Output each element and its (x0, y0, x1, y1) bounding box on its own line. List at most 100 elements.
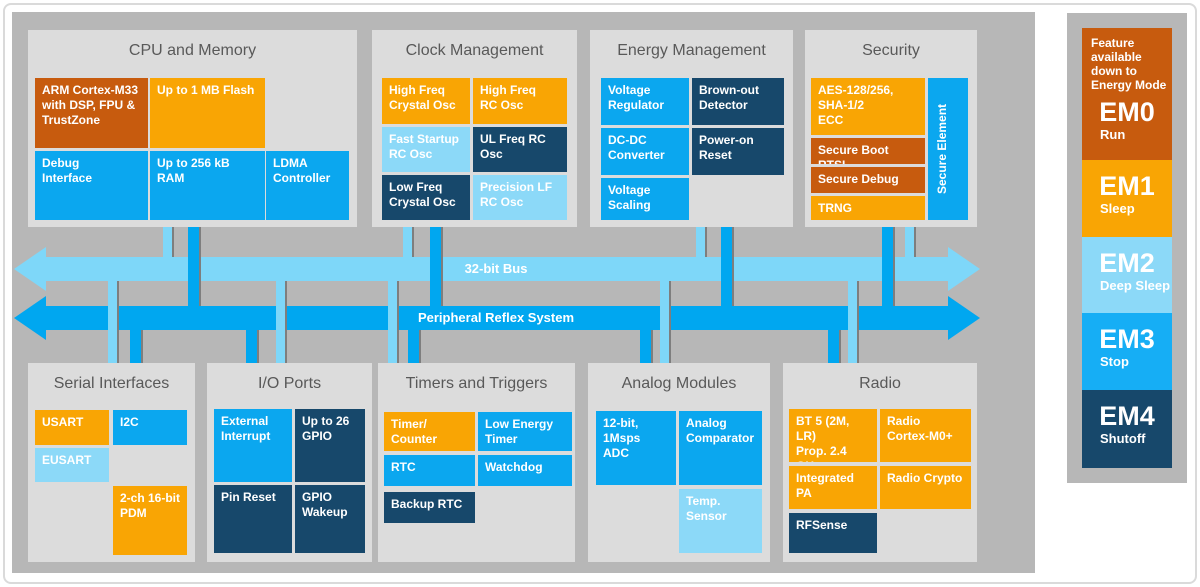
chip-adc: 12-bit, 1Msps ADC (596, 411, 676, 485)
chip-voltage-regulator: Voltage Regulator (601, 78, 689, 125)
legend-em4: EM4 Shutoff (1082, 390, 1172, 468)
chip-external-interrupt: External Interrupt (214, 409, 292, 482)
legend-em3: EM3 Stop (1082, 313, 1172, 390)
chip-radio-crypto: Radio Crypto (880, 466, 971, 509)
chip-power-on-reset: Power-on Reset (692, 128, 784, 175)
section-io-ports: I/O Ports External Interrupt Up to 26 GP… (207, 363, 372, 562)
legend-header: Feature available down to Energy Mode (1091, 36, 1167, 93)
em-label: Sleep (1100, 201, 1135, 217)
chip-secure-element: Secure Element (928, 78, 968, 220)
bus-connector (408, 330, 421, 363)
arrow-right-icon (948, 247, 980, 291)
bus-connector (696, 227, 707, 257)
diagram-frame (3, 3, 1197, 584)
chip-fast-startup-rc-osc: Fast Startup RC Osc (382, 127, 470, 172)
chip-watchdog: Watchdog (478, 455, 572, 486)
chip-hf-crystal-osc: High Freq Crystal Osc (382, 78, 470, 124)
bus-connector (388, 281, 399, 363)
section-title: Clock Management (405, 42, 544, 59)
section-title: Serial Interfaces (53, 375, 170, 392)
em-code: EM4 (1099, 401, 1155, 431)
em-code: EM2 (1099, 248, 1155, 278)
chip-arm-cortex-m33: ARM Cortex-M33 with DSP, FPU & TrustZone (35, 78, 148, 148)
chip-secure-debug: Secure Debug (811, 167, 925, 193)
energy-mode-legend: Feature available down to Energy Mode EM… (1067, 13, 1187, 483)
bus-connector (108, 281, 119, 363)
section-title: Timers and Triggers (405, 375, 548, 392)
chip-dcdc-converter: DC-DC Converter (601, 128, 689, 175)
chip-trng: TRNG (811, 196, 925, 220)
bus-connector (721, 227, 734, 306)
chip-bt5-proprietary: BT 5 (2M, LR) Prop. 2.4 GHz (789, 409, 877, 462)
chip-usart: USART (35, 410, 109, 445)
chip-aes-sha-ecc: AES-128/256, SHA-1/2 ECC (811, 78, 925, 135)
chip-pdm: 2-ch 16-bit PDM (113, 486, 187, 555)
bus-connector (640, 330, 653, 363)
section-title: Analog Modules (621, 375, 737, 392)
diagram-main-area: CPU and Memory ARM Cortex-M33 with DSP, … (12, 12, 1035, 573)
em-label: Stop (1100, 354, 1129, 370)
bus-connector (430, 227, 443, 306)
chip-lf-crystal-osc: Low Freq Crystal Osc (382, 175, 470, 220)
section-title: I/O Ports (257, 375, 322, 392)
bus-prs: Peripheral Reflex System (44, 306, 948, 330)
chip-ram: Up to 256 kB RAM (150, 151, 265, 220)
chip-gpio: Up to 26 GPIO (295, 409, 365, 482)
section-timers-and-triggers: Timers and Triggers Timer/ Counter Low E… (378, 363, 575, 562)
section-title: Energy Management (617, 42, 766, 59)
chip-flash: Up to 1 MB Flash (150, 78, 265, 148)
bus-connector (276, 281, 287, 363)
em-code: EM0 (1099, 96, 1155, 127)
chip-hf-rc-osc: High Freq RC Osc (473, 78, 567, 124)
section-title: Radio (859, 375, 901, 392)
section-title: CPU and Memory (128, 42, 257, 59)
legend-em1: EM1 Sleep (1082, 160, 1172, 237)
chip-secure-boot-rtsl: Secure Boot RTSL (811, 138, 925, 164)
chip-voltage-scaling: Voltage Scaling (601, 178, 689, 220)
legend-em2: EM2 Deep Sleep (1082, 237, 1172, 313)
chip-ldma-controller: LDMA Controller (266, 151, 349, 220)
chip-temp-sensor: Temp. Sensor (679, 489, 762, 553)
arrow-left-icon (14, 296, 46, 340)
bus-32bit: 32-bit Bus (44, 257, 948, 281)
bus-connector (188, 227, 201, 306)
chip-eusart: EUSART (35, 448, 109, 482)
section-title: Security (862, 42, 920, 59)
bus-connector (163, 227, 174, 257)
energy-mode-column: Feature available down to Energy Mode EM… (1082, 28, 1172, 468)
em-code: EM1 (1099, 171, 1155, 201)
chip-backup-rtc: Backup RTC (384, 492, 475, 523)
chip-rfsense: RFSense (789, 513, 877, 553)
bus-connector (828, 330, 841, 363)
section-analog-modules: Analog Modules 12-bit, 1Msps ADC Analog … (588, 363, 770, 562)
bus-connector (246, 330, 259, 363)
chip-rtc: RTC (384, 455, 475, 486)
section-radio: Radio BT 5 (2M, LR) Prop. 2.4 GHz Radio … (783, 363, 977, 562)
bus-connector (905, 227, 916, 257)
section-security: Security AES-128/256, SHA-1/2 ECC Secure… (805, 30, 977, 227)
section-serial-interfaces: Serial Interfaces USART I2C EUSART 2-ch … (28, 363, 195, 562)
chip-precision-lf-rc-osc: Precision LF RC Osc (473, 175, 567, 220)
bus-connector (848, 281, 859, 363)
chip-low-energy-timer: Low Energy Timer (478, 412, 572, 451)
chip-brown-out-detector: Brown-out Detector (692, 78, 784, 125)
bus-connector (660, 281, 671, 363)
chip-pin-reset: Pin Reset (214, 485, 292, 553)
chip-timer-counter: Timer/ Counter (384, 412, 475, 451)
legend-em0: Feature available down to Energy Mode EM… (1082, 28, 1172, 160)
em-label: Shutoff (1100, 431, 1146, 447)
bus-connector (403, 227, 414, 257)
chip-i2c: I2C (113, 410, 187, 445)
em-label: Run (1100, 126, 1126, 142)
bus-connector (130, 330, 143, 363)
bus-connector (882, 227, 895, 306)
arrow-right-icon (948, 296, 980, 340)
chip-integrated-pa: Integrated PA (789, 466, 877, 509)
arrow-left-icon (14, 247, 46, 291)
section-cpu-and-memory: CPU and Memory ARM Cortex-M33 with DSP, … (28, 30, 357, 227)
chip-ul-freq-rc-osc: UL Freq RC Osc (473, 127, 567, 172)
section-clock-management: Clock Management High Freq Crystal Osc H… (372, 30, 577, 227)
em-label: Deep Sleep (1100, 278, 1171, 294)
em-code: EM3 (1099, 324, 1155, 354)
